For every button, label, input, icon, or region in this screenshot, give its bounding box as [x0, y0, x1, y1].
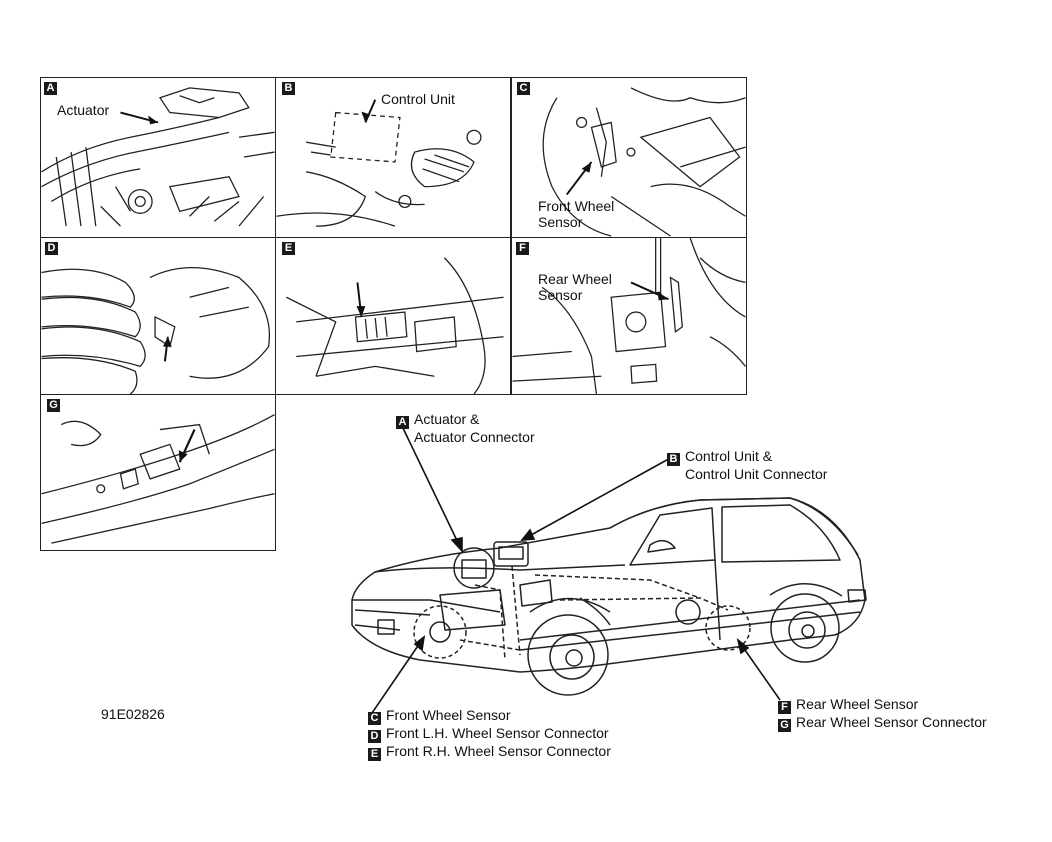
panel-c-tag: C: [517, 82, 530, 95]
callout-actuator: A Actuator & Actuator Connector: [396, 411, 535, 446]
panel-a-drawing: [41, 87, 275, 227]
panel-b-tag: B: [282, 82, 295, 95]
panel-g-tag: G: [47, 399, 60, 412]
callout-c-text: Front Wheel Sensor: [386, 707, 511, 723]
panel-c-label: Front Wheel Sensor: [538, 198, 615, 230]
panel-g-drawing: [41, 414, 275, 544]
panel-f: F Rear Wheel Sensor: [511, 237, 747, 395]
callout-f-text: Rear Wheel Sensor: [796, 696, 919, 712]
panel-f-drawing: [512, 238, 746, 394]
callout-actuator-tag: A: [396, 416, 409, 429]
callout-e-tag: E: [368, 748, 381, 761]
panel-b: B Control Unit: [275, 77, 511, 238]
callout-g-tag: G: [778, 719, 791, 732]
callout-control-unit-line1: Control Unit &: [685, 448, 773, 464]
callout-actuator-line1: Actuator &: [414, 411, 480, 427]
panel-a: A Actuator: [40, 77, 276, 238]
callout-control-unit-line2: Control Unit Connector: [685, 466, 828, 482]
panel-a-tag: A: [44, 82, 57, 95]
panel-e: E: [275, 237, 511, 395]
panel-f-tag: F: [516, 242, 529, 255]
figure-reference-id: 91E02826: [101, 706, 165, 722]
callout-c-tag: C: [368, 712, 381, 725]
panel-c-drawing: [542, 87, 746, 237]
callout-f-tag: F: [778, 701, 791, 714]
panel-d-tag: D: [45, 242, 58, 255]
callout-d-text: Front L.H. Wheel Sensor Connector: [386, 725, 609, 741]
panel-b-label: Control Unit: [381, 91, 455, 107]
callout-e-text: Front R.H. Wheel Sensor Connector: [386, 743, 611, 759]
panel-e-drawing: [286, 257, 504, 394]
panel-g: G: [40, 394, 276, 551]
callout-control-unit-tag: B: [667, 453, 680, 466]
panel-c: C Front Wheel Sensor: [511, 77, 747, 238]
panel-b-drawing: [276, 99, 482, 227]
callout-control-unit: B Control Unit & Control Unit Connector: [667, 448, 827, 483]
callout-front-sensors: C Front Wheel Sensor D Front L.H. Wheel Se…: [368, 707, 611, 761]
panel-d: D: [40, 237, 276, 395]
callout-d-tag: D: [368, 730, 381, 743]
panel-d-drawing: [41, 266, 270, 394]
callout-g-text: Rear Wheel Sensor Connector: [796, 714, 987, 730]
panel-e-tag: E: [282, 242, 295, 255]
panel-a-label: Actuator: [57, 102, 110, 118]
panel-f-label: Rear Wheel Sensor: [538, 271, 612, 303]
callout-actuator-line2: Actuator Connector: [414, 429, 535, 445]
callout-rear-sensors: F Rear Wheel Sensor G Rear Wheel Sensor Co…: [778, 696, 987, 732]
